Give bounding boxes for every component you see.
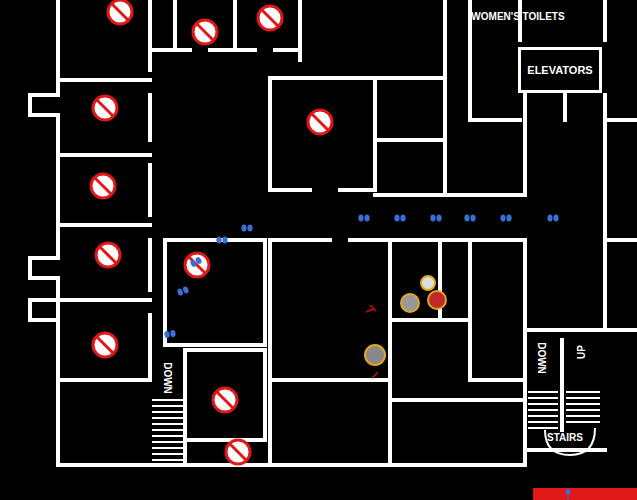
stairs-label: DOWN bbox=[536, 342, 546, 374]
footprints bbox=[164, 214, 559, 338]
elevator-box: ELEVATORS bbox=[518, 47, 602, 93]
no-entry-symbols bbox=[91, 0, 332, 464]
stairs-label: UP bbox=[577, 345, 587, 359]
stairs-label: DOWN bbox=[162, 362, 172, 394]
character-icons bbox=[365, 276, 446, 378]
stairs-label: STAIRS bbox=[547, 433, 583, 443]
room-label: WOMEN'S TOILETS bbox=[471, 12, 564, 22]
progress-bar bbox=[533, 488, 637, 500]
room-label: ELEVATORS bbox=[527, 64, 592, 76]
